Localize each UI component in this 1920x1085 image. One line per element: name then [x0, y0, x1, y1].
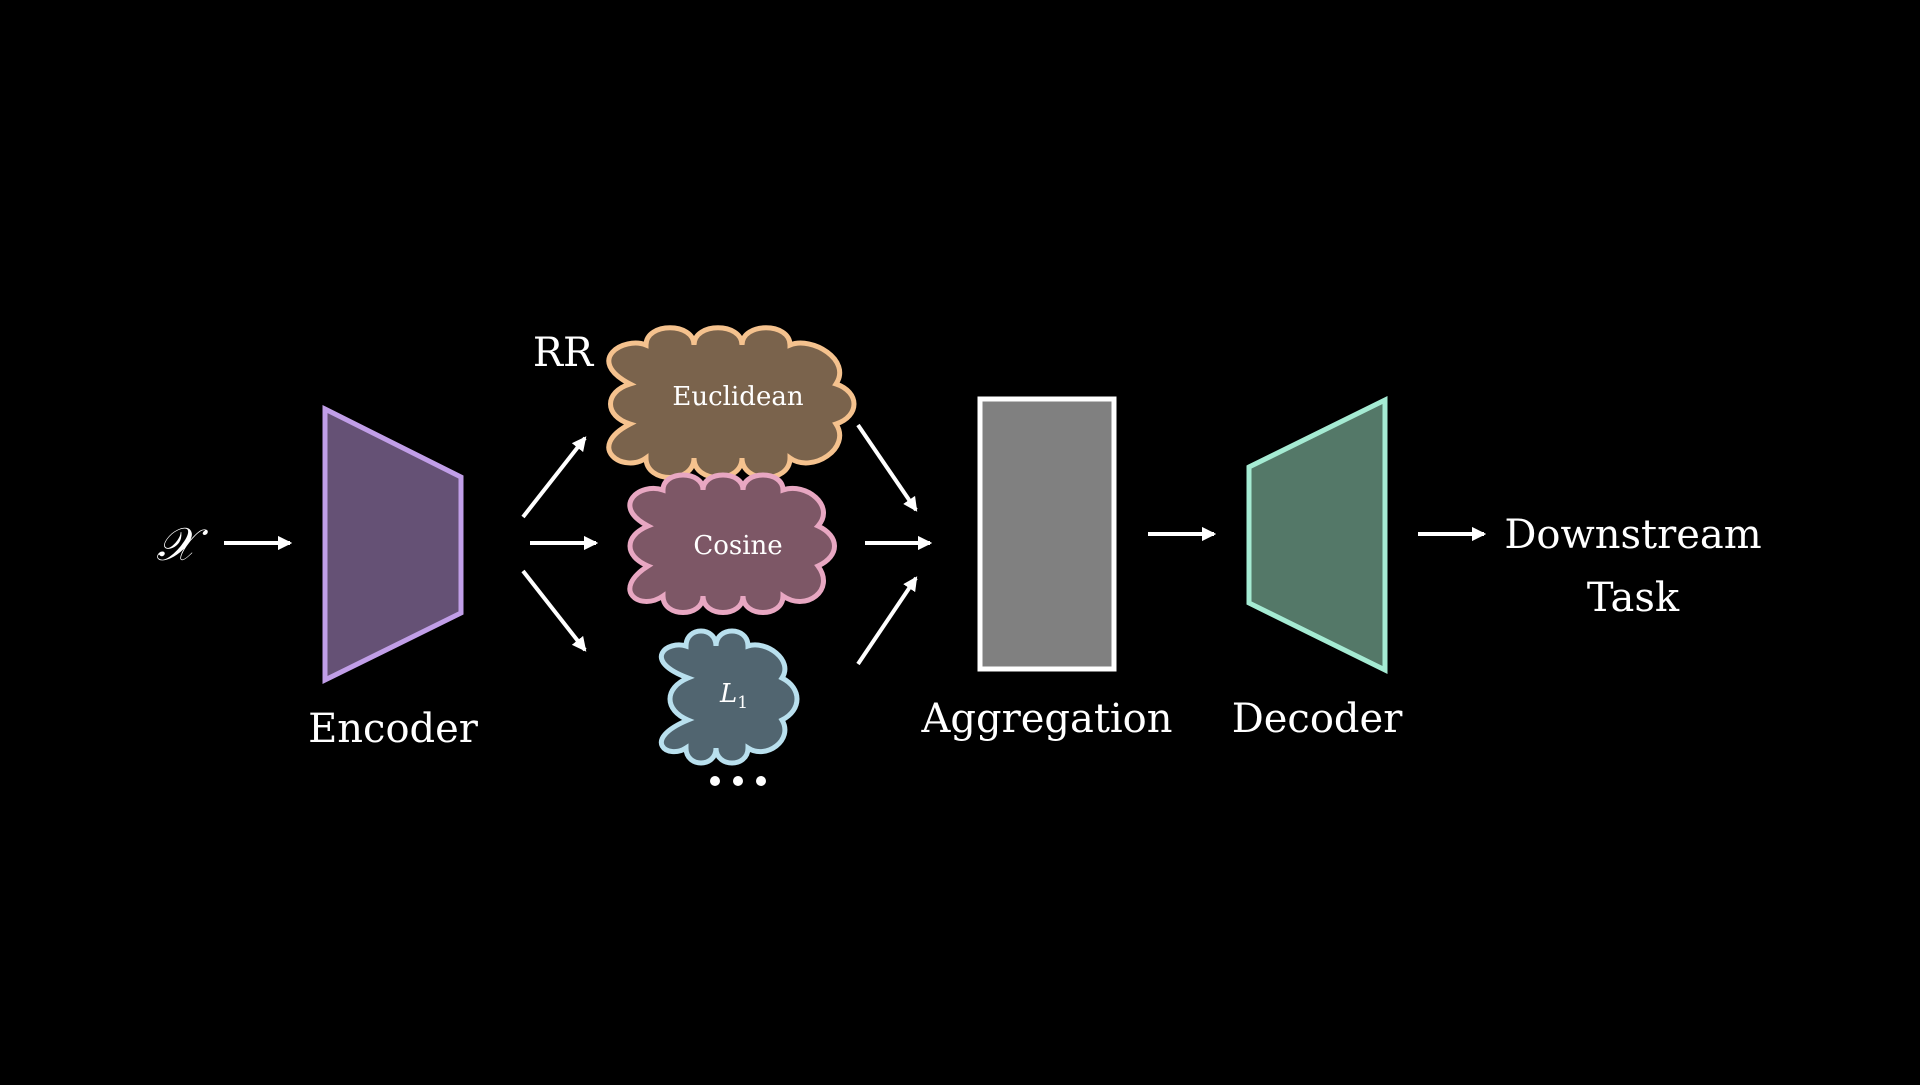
dot — [710, 776, 720, 786]
aggregation-box — [977, 396, 1117, 672]
encoder-trapezoid — [322, 404, 464, 685]
arrow-euclidean-to-aggregation — [856, 423, 918, 512]
aggregation-label: Aggregation — [920, 696, 1172, 742]
arrow-l1-to-aggregation — [856, 576, 918, 666]
arrow-encoder-to-euclidean — [521, 436, 587, 519]
decoder-trapezoid — [1246, 395, 1388, 675]
l1-cloud-shape — [659, 628, 800, 766]
rr-label: RR — [533, 330, 595, 376]
l1-label-main: L — [719, 679, 737, 709]
encoder-label: Encoder — [308, 706, 479, 752]
l1-cloud: L1 — [659, 628, 800, 766]
downstream-label-line1: Downstream — [1504, 512, 1761, 558]
euclidean-label: Euclidean — [672, 382, 803, 412]
input-label: 𝒳 — [156, 517, 208, 571]
cosine-cloud-shape — [627, 472, 837, 615]
l1-label-subscript: 1 — [737, 693, 748, 713]
dot — [733, 776, 743, 786]
cosine-cloud: Cosine — [627, 472, 837, 615]
euclidean-cloud-shape — [606, 325, 857, 480]
downstream-label-line2: Task — [1587, 575, 1680, 621]
cosine-label: Cosine — [693, 531, 782, 561]
euclidean-cloud: Euclidean — [606, 325, 857, 480]
dot — [756, 776, 766, 786]
arrow-encoder-to-l1 — [521, 569, 587, 652]
l1-label: L1 — [719, 679, 748, 713]
decoder-label: Decoder — [1232, 696, 1404, 742]
more-representations-dots — [710, 776, 766, 786]
